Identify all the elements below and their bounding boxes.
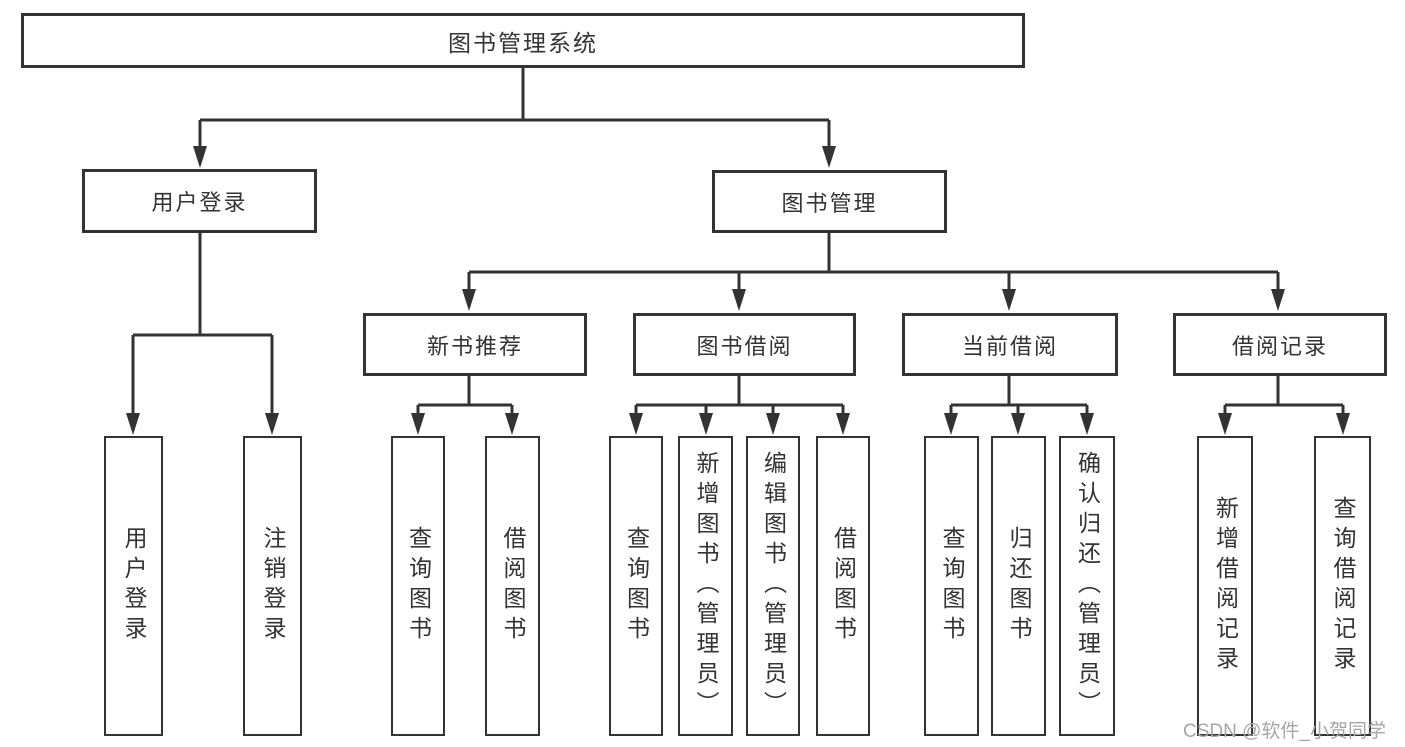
leaf-label: 查询借阅记录 <box>1330 496 1356 676</box>
leaf-label: 新增图书（管理员） <box>693 451 719 721</box>
watermark: CSDN @软件_小贺同学 <box>1183 721 1386 742</box>
node-label: 新书推荐 <box>426 333 523 359</box>
leaf-logout: 注销登录 <box>243 436 302 736</box>
leaf-label: 注销登录 <box>260 526 286 646</box>
leaf-borrow-books-new: 借阅图书 <box>485 436 540 736</box>
node-label: 借阅记录 <box>1231 333 1328 359</box>
leaf-confirm-return-admin: 确认归还（管理员） <box>1059 436 1115 736</box>
leaf-label: 借阅图书 <box>830 526 857 646</box>
node-book-borrow: 图书借阅 <box>633 313 856 376</box>
leaf-label: 确认归还（管理员） <box>1074 451 1101 721</box>
leaf-label: 用户登录 <box>121 526 147 646</box>
node-new-book-recommend: 新书推荐 <box>363 313 587 376</box>
leaf-user-login: 用户登录 <box>104 436 163 736</box>
node-label: 图书管理系统 <box>448 29 598 56</box>
node-user-login: 用户登录 <box>82 169 317 233</box>
leaf-label: 新增借阅记录 <box>1212 496 1239 676</box>
leaf-borrow-books: 借阅图书 <box>816 436 870 736</box>
node-label: 当前借阅 <box>961 333 1058 359</box>
arrowheads <box>126 146 1350 435</box>
node-book-management: 图书管理 <box>712 170 947 233</box>
leaf-label: 编辑图书（管理员） <box>760 451 787 721</box>
node-label: 图书管理 <box>781 190 878 216</box>
node-label: 用户登录 <box>151 190 248 215</box>
leaf-label: 查询图书 <box>405 526 432 646</box>
leaf-query-books-current: 查询图书 <box>924 436 979 736</box>
node-borrow-records: 借阅记录 <box>1173 313 1387 376</box>
leaf-label: 借阅图书 <box>500 526 526 646</box>
leaf-label: 归还图书 <box>1006 526 1032 646</box>
leaf-query-books-borrow: 查询图书 <box>609 436 663 736</box>
leaf-query-books-new: 查询图书 <box>391 436 445 736</box>
leaf-add-borrow-record: 新增借阅记录 <box>1197 436 1253 736</box>
leaf-label: 查询图书 <box>623 526 650 646</box>
connector-path <box>131 68 1345 414</box>
node-library-management-system: 图书管理系统 <box>21 13 1025 68</box>
node-current-borrow: 当前借阅 <box>902 313 1118 376</box>
leaf-edit-books-admin: 编辑图书（管理员） <box>746 436 800 736</box>
leaf-add-books-admin: 新增图书（管理员） <box>678 436 733 736</box>
node-label: 图书借阅 <box>696 333 793 359</box>
leaf-query-borrow-record: 查询借阅记录 <box>1314 436 1371 736</box>
leaf-return-books: 归还图书 <box>991 436 1046 736</box>
leaf-label: 查询图书 <box>939 526 965 646</box>
